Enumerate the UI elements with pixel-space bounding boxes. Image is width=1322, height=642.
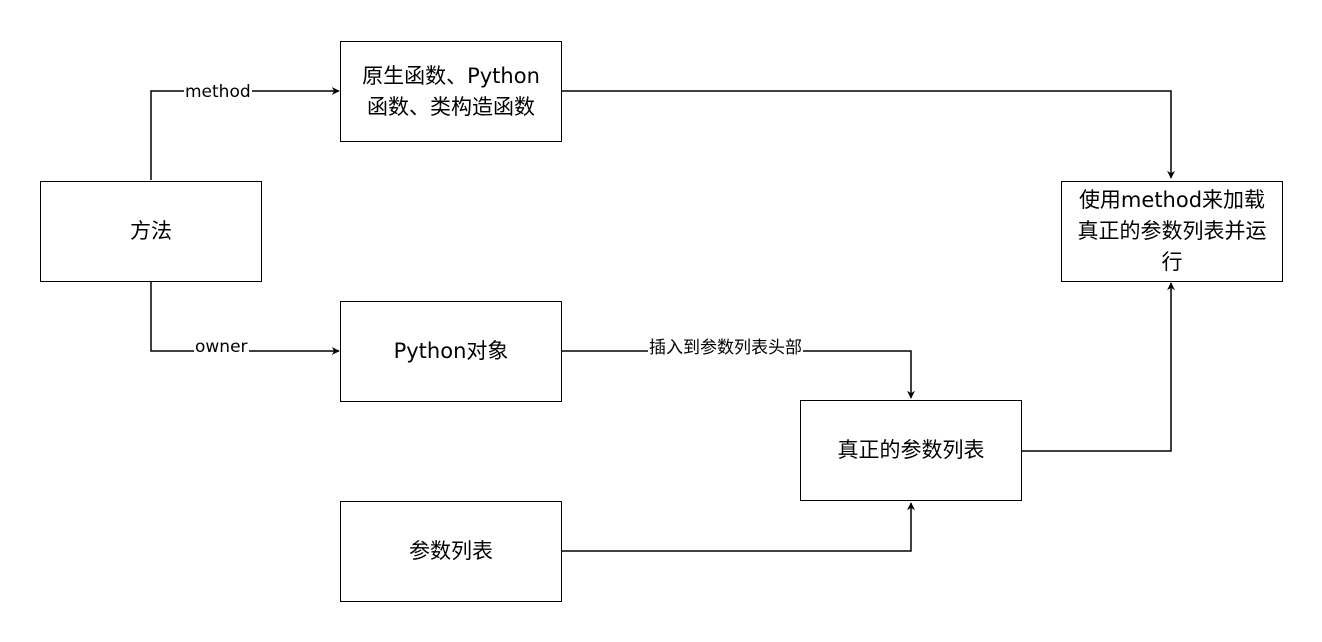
node-native-functions: 原生函数、Python 函数、类构造函数 xyxy=(340,41,562,142)
edge-label-method: method xyxy=(184,82,252,102)
node-run: 使用method来加载 真正的参数列表并运 行 xyxy=(1061,181,1283,282)
node-method: 方法 xyxy=(40,181,262,282)
node-python-object: Python对象 xyxy=(340,301,562,402)
edge-label-insert: 插入到参数列表头部 xyxy=(648,338,803,358)
node-real-param-list: 真正的参数列表 xyxy=(800,400,1022,501)
edge-label-owner: owner xyxy=(194,337,249,357)
edge-params-to-real-params xyxy=(561,502,915,552)
edge-function-to-run xyxy=(561,90,1175,179)
node-param-list: 参数列表 xyxy=(340,501,562,602)
edge-method xyxy=(150,87,340,180)
edge-owner xyxy=(150,282,340,355)
edge-real-params-to-run xyxy=(1021,282,1175,452)
edge-object-to-real-params xyxy=(561,350,915,399)
